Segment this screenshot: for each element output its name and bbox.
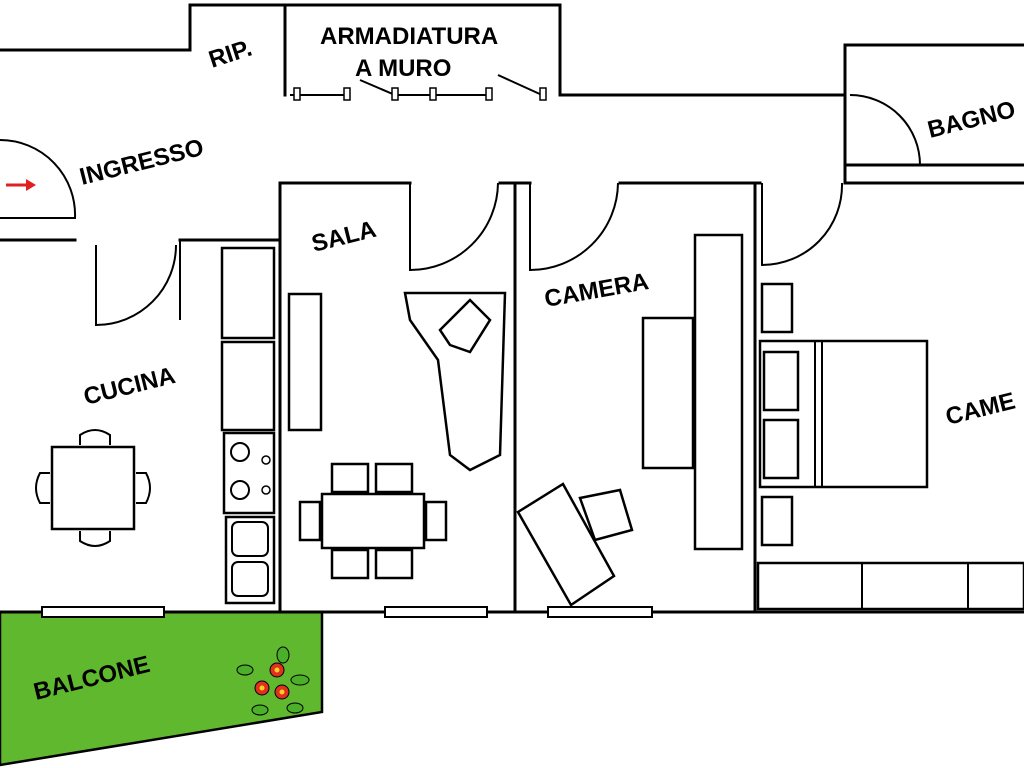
label-camera-small: CAMERA [542,268,650,313]
built-in-wardrobe-rail [290,74,547,101]
kitchen-counter [220,246,276,605]
camera-large-furniture [756,282,1024,611]
door-swings [0,94,922,327]
label-armadiatura-line2: A MURO [355,55,451,82]
flower-icon [236,646,310,716]
label-camera-large: CAME [943,388,1018,431]
label-cucina: CUCINA [81,362,178,411]
label-armadiatura-line1: ARMADIATURA [320,23,498,50]
sala-furniture [287,291,507,580]
walls [0,3,1024,614]
label-bagno: BAGNO [925,96,1018,144]
windows [41,606,653,618]
label-ripostiglio: RIP. [206,35,256,74]
label-ingresso: INGRESSO [77,134,206,191]
arrow-right-icon [6,179,36,191]
camera-small-furniture [516,233,744,607]
kitchen-table [35,429,151,547]
label-sala: SALA [309,216,379,258]
